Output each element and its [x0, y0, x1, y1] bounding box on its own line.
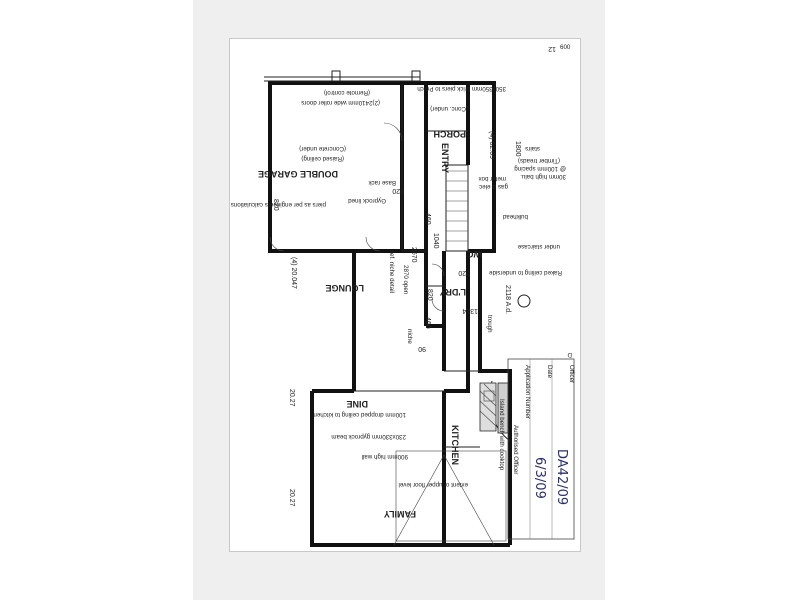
lounge-niche2: niche	[406, 329, 413, 344]
dim-1040: 1040	[432, 233, 439, 249]
dim-12: 12	[548, 45, 556, 52]
dim-720: 720	[458, 269, 470, 276]
note-label-d: D	[567, 351, 572, 358]
note-piers: piers as per engineers calculations	[231, 201, 326, 208]
garage-remote: (Remote control)	[324, 89, 370, 96]
lounge-niche: ref. niche detail	[388, 251, 395, 293]
dim-4020: (4) 02.09	[488, 131, 495, 159]
note-high-wall: 900mm high wall	[362, 453, 408, 460]
door-swings	[365, 236, 445, 312]
note-raked: Raked ceiling to underside	[489, 269, 562, 276]
note-base-rack: Base rack	[368, 179, 396, 186]
note-dine-bulkhead: 100mm dropped ceiling to kitchen	[313, 411, 406, 418]
note-stair2: @ 100mm spacing	[514, 165, 566, 172]
note-gas-elec: gas & elec	[479, 183, 508, 190]
dim-2027a: 20.27	[288, 389, 295, 407]
dim-2670: 2670	[410, 247, 417, 263]
lounge-label: LOUNGE	[325, 283, 364, 293]
porch-slab: (Conc. under)	[430, 105, 468, 112]
dim-820a: 820	[392, 187, 404, 194]
garage-title: DOUBLE GARAGE	[258, 169, 338, 179]
kitchen-label: KITCHEN	[450, 425, 460, 465]
entry-label: ENTRY	[440, 143, 450, 173]
dim-2027b: 20.27	[288, 489, 295, 507]
floor-plan-drawing: DOUBLE GARAGE (Raised ceiling) (Concrete…	[231, 44, 575, 547]
note-gyprock-beam: 230x330mm gyprock beam	[331, 433, 406, 440]
title-authorised-officer: Authorised Officer	[512, 425, 519, 474]
title-app-number: Application Number	[524, 365, 531, 419]
note-bulkhead: bulkhead	[502, 213, 528, 220]
title-date: Date	[546, 365, 553, 379]
dim-820b: 820	[272, 199, 279, 211]
porch-label: PORCH	[433, 129, 466, 139]
dim-820c: 820	[426, 289, 433, 301]
wc-label: WC	[467, 249, 482, 259]
dim-2118: 2118 A.d.	[504, 285, 511, 314]
handwritten-number: DA42/09	[554, 449, 569, 505]
note-gyprock-lined: Gyprock lined	[348, 197, 386, 204]
kitchen-bench	[479, 380, 511, 442]
dine-label: DINE	[346, 399, 368, 409]
note-porch-piers: 350x350mm brick piers to Porch	[417, 85, 506, 92]
family-void-lines	[393, 450, 507, 546]
title-block: Application Number Date Officer Authoris…	[507, 358, 575, 540]
note-kitchen-bench: Island bench with cooktop	[498, 399, 505, 471]
title-officer: Officer	[568, 365, 575, 383]
internal-walls	[352, 83, 512, 545]
garage-doors: (2)2410mm wide roller doors	[301, 99, 380, 106]
garage-ceiling: (Raised ceiling)	[301, 155, 344, 162]
dim-20047: (4) 20.047	[290, 257, 297, 289]
note-stair3: (Timber treads)	[518, 157, 560, 164]
note-meter-box: meter box	[478, 175, 506, 182]
section-marker	[517, 294, 531, 308]
dim-460b: 460	[424, 317, 431, 329]
dim-90: 90	[418, 345, 426, 352]
garage-outline	[264, 70, 470, 253]
garage-slab: (Concrete under)	[299, 145, 346, 152]
family-label: FAMILY	[384, 509, 416, 519]
corner-stamp: 600	[560, 44, 571, 51]
dim-1314: 1314	[462, 307, 478, 314]
note-stair1: 30mm high balu.	[520, 173, 566, 180]
note-void: extent of upper floor level	[399, 481, 468, 488]
staircase	[445, 164, 469, 252]
handwritten-date: 6/3/09	[532, 457, 547, 499]
dim-1800: 1800	[514, 141, 521, 157]
note-trough: trough	[486, 315, 493, 333]
floor-plan-sheet: DOUBLE GARAGE (Raised ceiling) (Concrete…	[229, 38, 581, 552]
lounge-opening: 2870 open	[402, 265, 409, 295]
dim-460a: 460	[424, 213, 431, 225]
laundry-label: L'DRY	[440, 287, 466, 297]
note-under-stair: under staircase	[517, 243, 560, 250]
note-stairs: stairs	[525, 145, 540, 152]
